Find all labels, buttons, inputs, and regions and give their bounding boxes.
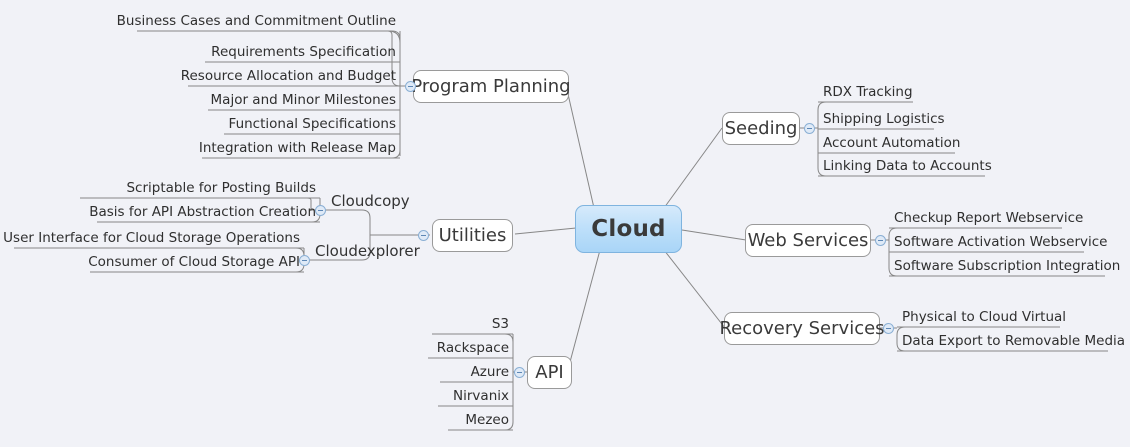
leaf-label: Rackspace [436,340,509,356]
leaf-label: Mezeo [465,412,509,428]
link-root-web-services [681,229,747,241]
leaf-label: RDX Tracking [823,84,913,100]
leaf-program-planning-5[interactable]: Integration with Release Map [190,140,398,158]
leaf-label: Scriptable for Posting Builds [126,180,316,196]
collapse-minus-icon [807,128,812,129]
collapse-toggle-cloudcopy[interactable] [315,205,326,216]
root-node-cloud[interactable]: Cloud [575,205,682,253]
link-root-program-planning [567,93,595,209]
link-root-api [569,249,601,363]
leaf-label: Software Subscription Integration [894,258,1121,274]
leaf-api-4[interactable]: Mezeo [425,412,511,430]
branch-label-utilities: Utilities [438,225,507,246]
collapse-minus-icon [517,372,522,373]
leaf-label: Shipping Logistics [823,111,945,127]
leaf-program-planning-4[interactable]: Functional Specifications [210,116,398,134]
leaf-program-planning-1[interactable]: Requirements Specification [190,44,398,62]
leaf-label: Physical to Cloud Virtual [902,309,1067,325]
branch-node-api[interactable]: API [527,356,572,389]
leaf-cloudexplorer-1[interactable]: Consumer of Cloud Storage API [70,254,302,272]
leaf-web-services-0[interactable]: Checkup Report Webservice [891,210,1126,228]
leaf-api-0[interactable]: S3 [425,316,511,334]
leaf-web-services-1[interactable]: Software Activation Webservice [891,234,1126,252]
collapse-minus-icon [421,235,426,236]
leaf-label: Software Activation Webservice [894,234,1108,250]
branch-label-seeding: Seeding [724,118,798,139]
collapse-minus-icon [408,86,413,87]
collapse-minus-icon [878,240,883,241]
branch-node-utilities[interactable]: Utilities [432,219,513,252]
leaf-cloudexplorer-0[interactable]: User Interface for Cloud Storage Operati… [3,230,302,248]
leaf-program-planning-2[interactable]: Resource Allocation and Budget [175,68,398,86]
leaf-label: Linking Data to Accounts [823,158,992,174]
subnode-cloudcopy[interactable]: Cloudcopy [331,192,421,211]
root-node-label: Cloud [591,216,666,242]
branch-label-recovery-services: Recovery Services [719,318,885,339]
leaf-label: Business Cases and Commitment Outline [116,13,396,29]
leaf-api-3[interactable]: Nirvanix [425,388,511,406]
branch-node-seeding[interactable]: Seeding [722,112,800,145]
link-root-recovery-services [663,249,726,329]
leaf-cloudcopy-1[interactable]: Basis for API Abstraction Creation [78,204,318,222]
leaf-label: S3 [491,316,509,332]
leaf-cloudcopy-0[interactable]: Scriptable for Posting Builds [70,180,318,198]
collapse-minus-icon [302,260,307,261]
branch-node-web-services[interactable]: Web Services [745,224,871,257]
leaf-recovery-services-0[interactable]: Physical to Cloud Virtual [899,309,1124,327]
collapse-minus-icon [318,210,323,211]
leaf-recovery-services-1[interactable]: Data Export to Removable Media [899,333,1126,351]
leaf-label: Nirvanix [453,388,509,404]
leaf-program-planning-0[interactable]: Business Cases and Commitment Outline [116,13,398,31]
collapse-toggle-program-planning[interactable] [405,81,416,92]
branch-node-recovery-services[interactable]: Recovery Services [719,312,885,345]
branch-label-api: API [535,362,564,383]
leaf-seeding-1[interactable]: Shipping Logistics [820,111,1020,129]
leaf-label: Account Automation [823,135,961,151]
leaf-label: Basis for API Abstraction Creation [89,204,316,220]
leaf-label: Resource Allocation and Budget [180,68,396,84]
collapse-toggle-cloudexplorer[interactable] [299,255,310,266]
leaf-label: Azure [470,364,509,380]
branch-node-program-planning[interactable]: Program Planning [411,70,571,103]
collapse-toggle-api[interactable] [514,367,525,378]
leaf-seeding-3[interactable]: Linking Data to Accounts [820,158,1020,176]
leaf-label: Requirements Specification [211,44,396,60]
leaf-seeding-0[interactable]: RDX Tracking [820,84,1020,102]
collapse-toggle-seeding[interactable] [804,123,815,134]
leaf-label: Checkup Report Webservice [894,210,1084,226]
collapse-toggle-recovery-services[interactable] [883,323,894,334]
subnode-label-cloudexplorer: Cloudexplorer [315,242,420,260]
subnode-label-cloudcopy: Cloudcopy [331,192,410,210]
subnode-cloudexplorer[interactable]: Cloudexplorer [315,242,425,261]
link-root-utilities [514,227,577,235]
leaf-api-2[interactable]: Azure [425,364,511,382]
leaf-label: Functional Specifications [228,116,396,132]
leaf-seeding-2[interactable]: Account Automation [820,135,1020,153]
leaf-label: Consumer of Cloud Storage API [88,254,300,270]
leaf-program-planning-3[interactable]: Major and Minor Milestones [195,92,398,110]
leaf-label: Integration with Release Map [198,140,396,156]
link-root-seeding [663,127,723,209]
collapse-minus-icon [886,328,891,329]
branch-label-program-planning: Program Planning [411,76,571,97]
leaf-label: User Interface for Cloud Storage Operati… [3,230,300,246]
leaf-web-services-2[interactable]: Software Subscription Integration [891,258,1126,276]
branch-label-web-services: Web Services [747,230,869,251]
leaf-api-1[interactable]: Rackspace [425,340,511,358]
leaf-label: Data Export to Removable Media [902,333,1126,349]
collapse-toggle-utilities[interactable] [418,230,429,241]
collapse-toggle-web-services[interactable] [875,235,886,246]
leaf-label: Major and Minor Milestones [210,92,396,108]
